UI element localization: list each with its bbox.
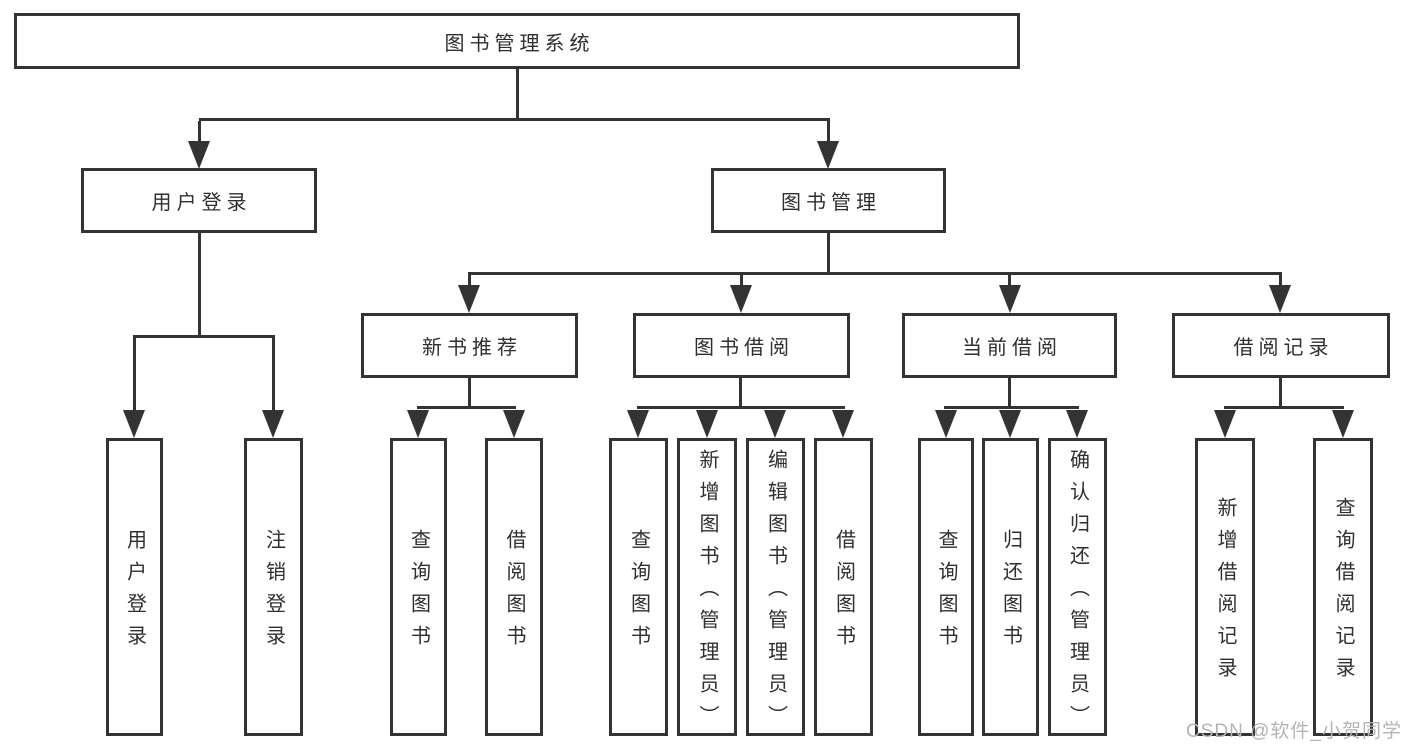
node-label: 借阅图书 [503, 529, 525, 657]
node-label: 当前借阅 [962, 337, 1062, 359]
leaf-query-books-current: 查询图书 [918, 438, 974, 736]
node-book-management: 图书管理 [711, 168, 946, 233]
node-label: 新增图书（管理员） [696, 449, 718, 737]
node-label: 用户登录 [123, 529, 146, 657]
leaf-borrow-books: 借阅图书 [814, 438, 873, 736]
arrowhead-icon [764, 410, 786, 438]
arrowhead-icon [1269, 285, 1291, 313]
connector-line [199, 118, 830, 121]
connector-line [468, 378, 471, 406]
node-book-borrow: 图书借阅 [633, 313, 850, 378]
node-label: 查询图书 [407, 529, 430, 657]
arrowhead-icon [1214, 410, 1236, 438]
leaf-return-book: 归还图书 [982, 438, 1039, 736]
arrowhead-icon [817, 141, 839, 169]
leaf-edit-book-admin: 编辑图书（管理员） [746, 438, 805, 737]
connector-line [739, 378, 742, 406]
connector-line [1279, 378, 1282, 406]
node-label: 查询借阅记录 [1332, 497, 1354, 689]
leaf-query-books-recommend: 查询图书 [390, 438, 447, 736]
arrowhead-icon [832, 410, 854, 438]
connector-line [198, 232, 201, 338]
node-label: 查询图书 [935, 529, 957, 657]
leaf-query-books-borrow: 查询图书 [609, 438, 668, 736]
leaf-logout: 注销登录 [244, 438, 303, 736]
connector-line [1008, 378, 1011, 406]
node-current-borrow: 当前借阅 [902, 313, 1117, 378]
node-new-book-recommend: 新书推荐 [361, 313, 578, 378]
connector-line [272, 338, 275, 412]
connector-line [417, 406, 516, 409]
arrowhead-icon [627, 410, 649, 438]
connector-line [1224, 406, 1344, 409]
connector-line [827, 121, 830, 147]
connector-line [740, 275, 743, 287]
node-borrow-record: 借阅记录 [1172, 313, 1390, 378]
connector-line [944, 406, 1079, 409]
arrowhead-icon [458, 285, 480, 313]
connector-line [468, 272, 1282, 275]
node-label: 编辑图书（管理员） [764, 449, 787, 737]
node-user-login: 用户登录 [81, 168, 317, 233]
node-library-management-system: 图书管理系统 [14, 13, 1020, 69]
connector-line [133, 335, 275, 338]
leaf-borrow-books-recommend: 借阅图书 [485, 438, 543, 736]
arrowhead-icon [730, 285, 752, 313]
node-label: 图书管理 [781, 192, 881, 214]
connector-line [1279, 275, 1282, 287]
connector-line [468, 275, 471, 287]
leaf-add-borrow-record: 新增借阅记录 [1195, 438, 1255, 736]
connector-line [198, 121, 201, 147]
leaf-confirm-return-admin: 确认归还（管理员） [1048, 438, 1107, 737]
node-label: 新书推荐 [422, 337, 522, 359]
node-label: 确认归还（管理员） [1066, 449, 1089, 737]
csdn-watermark: CSDN @软件_小贺同学 [1186, 721, 1402, 742]
node-label: 用户登录 [151, 192, 252, 214]
connector-line [1008, 275, 1011, 287]
node-label: 图书借阅 [694, 337, 794, 359]
connector-line [637, 406, 845, 409]
leaf-user-login: 用户登录 [106, 438, 163, 736]
node-label: 图书管理系统 [444, 32, 595, 55]
arrowhead-icon [407, 410, 429, 438]
connector-line [516, 69, 519, 121]
arrowhead-icon [1066, 410, 1088, 438]
node-label: 新增借阅记录 [1214, 497, 1236, 689]
connector-line [133, 338, 136, 412]
node-label: 借阅图书 [832, 529, 855, 657]
arrowhead-icon [188, 141, 210, 169]
arrowhead-icon [999, 285, 1021, 313]
arrowhead-icon [696, 410, 718, 438]
node-label: 注销登录 [262, 529, 285, 657]
connector-line [827, 232, 830, 275]
node-label: 借阅记录 [1233, 337, 1334, 359]
arrowhead-icon [999, 410, 1021, 438]
arrowhead-icon [935, 410, 957, 438]
arrowhead-icon [503, 410, 525, 438]
node-label: 查询图书 [627, 529, 650, 657]
leaf-query-borrow-record: 查询借阅记录 [1313, 438, 1373, 736]
leaf-add-book-admin: 新增图书（管理员） [677, 438, 737, 737]
arrowhead-icon [262, 410, 284, 438]
arrowhead-icon [123, 410, 145, 438]
node-label: 归还图书 [999, 529, 1022, 657]
arrowhead-icon [1332, 410, 1354, 438]
